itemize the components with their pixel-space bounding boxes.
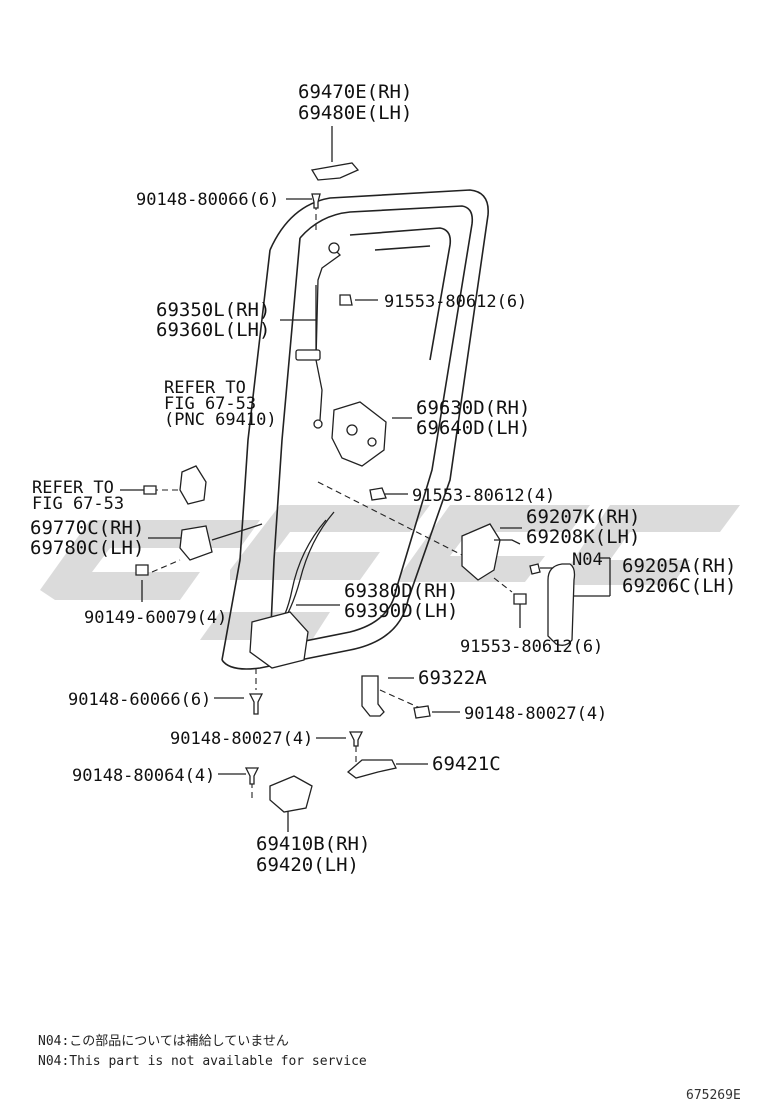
label-69420: 69420(LH) [256,854,359,876]
label-69421c: 69421C [432,753,501,775]
refer-note-1-line-2: FIG 67-53 [164,394,257,414]
screw-part [311,193,321,209]
label-n04: N04 [572,550,603,570]
label-69322a: 69322A [418,667,487,689]
label-69390d: 69390D(LH) [344,600,459,622]
label-90148-80066: 90148-80066(6) [136,190,280,210]
label-69350l: 69350L(RH) [156,299,271,321]
label-91553-80612-b: 91553-80612(4) [412,486,556,506]
label-91553-80612-c: 91553-80612(6) [460,637,604,657]
parts [135,162,576,813]
lock-assembly-part [331,401,387,467]
dashed-lines [151,194,513,800]
label-69206c: 69206C(LH) [622,575,737,597]
label-69380d: 69380D(RH) [344,580,459,602]
refer-striker-part [179,465,207,505]
label-69780c: 69780C(LH) [30,537,145,559]
label-90149-60079: 90149-60079(4) [84,608,228,628]
inside-handle-part [310,162,360,181]
screw-part-3 [248,693,264,715]
refer-note-2-line-2: FIG 67-53 [32,494,125,514]
refer-note-1-line-1: REFER TO [164,378,246,398]
label-69207k: 69207K(RH) [526,506,641,528]
refer-note-1-line-3: (PNC 69410) [164,410,277,430]
label-90148-80027-b: 90148-80027(4) [170,729,314,749]
label-69630d: 69630D(RH) [416,397,531,419]
label-69360l: 69360L(LH) [156,319,271,341]
bracket-part [361,675,385,717]
label-69480e: 69480E(LH) [298,102,413,124]
bolt-part [339,294,353,306]
outside-handle-part [461,523,501,581]
label-69205a: 69205A(RH) [622,555,737,577]
figure-number: 675269E [686,1088,741,1103]
lower-lock-part [249,611,309,669]
striker-part [179,525,213,561]
label-90148-60066: 90148-60066(6) [68,690,212,710]
note-jp: N04:この部品については補給していません [38,1034,289,1049]
label-69470e: 69470E(RH) [298,81,413,103]
hinge-part [269,775,313,813]
label-91553-80612-a: 91553-80612(6) [384,292,528,312]
screw-part-2 [135,564,149,576]
label-90148-80064: 90148-80064(4) [72,766,216,786]
bracket-part-2 [346,759,397,779]
note-en: N04:This part is not available for servi… [38,1054,367,1069]
label-69770c: 69770C(RH) [30,517,145,539]
refer-note-2-line-1: REFER TO [32,478,114,498]
label-69640d: 69640D(LH) [416,417,531,439]
label-69208k: 69208K(LH) [526,526,641,548]
bolt-part-3 [513,593,527,605]
label-90148-80027-a: 90148-80027(4) [464,704,608,724]
bolt-part-2 [369,487,387,501]
control-link-part [315,244,341,421]
door-outline [221,189,489,670]
cover-part [547,563,576,646]
label-69410b: 69410B(RH) [256,833,371,855]
